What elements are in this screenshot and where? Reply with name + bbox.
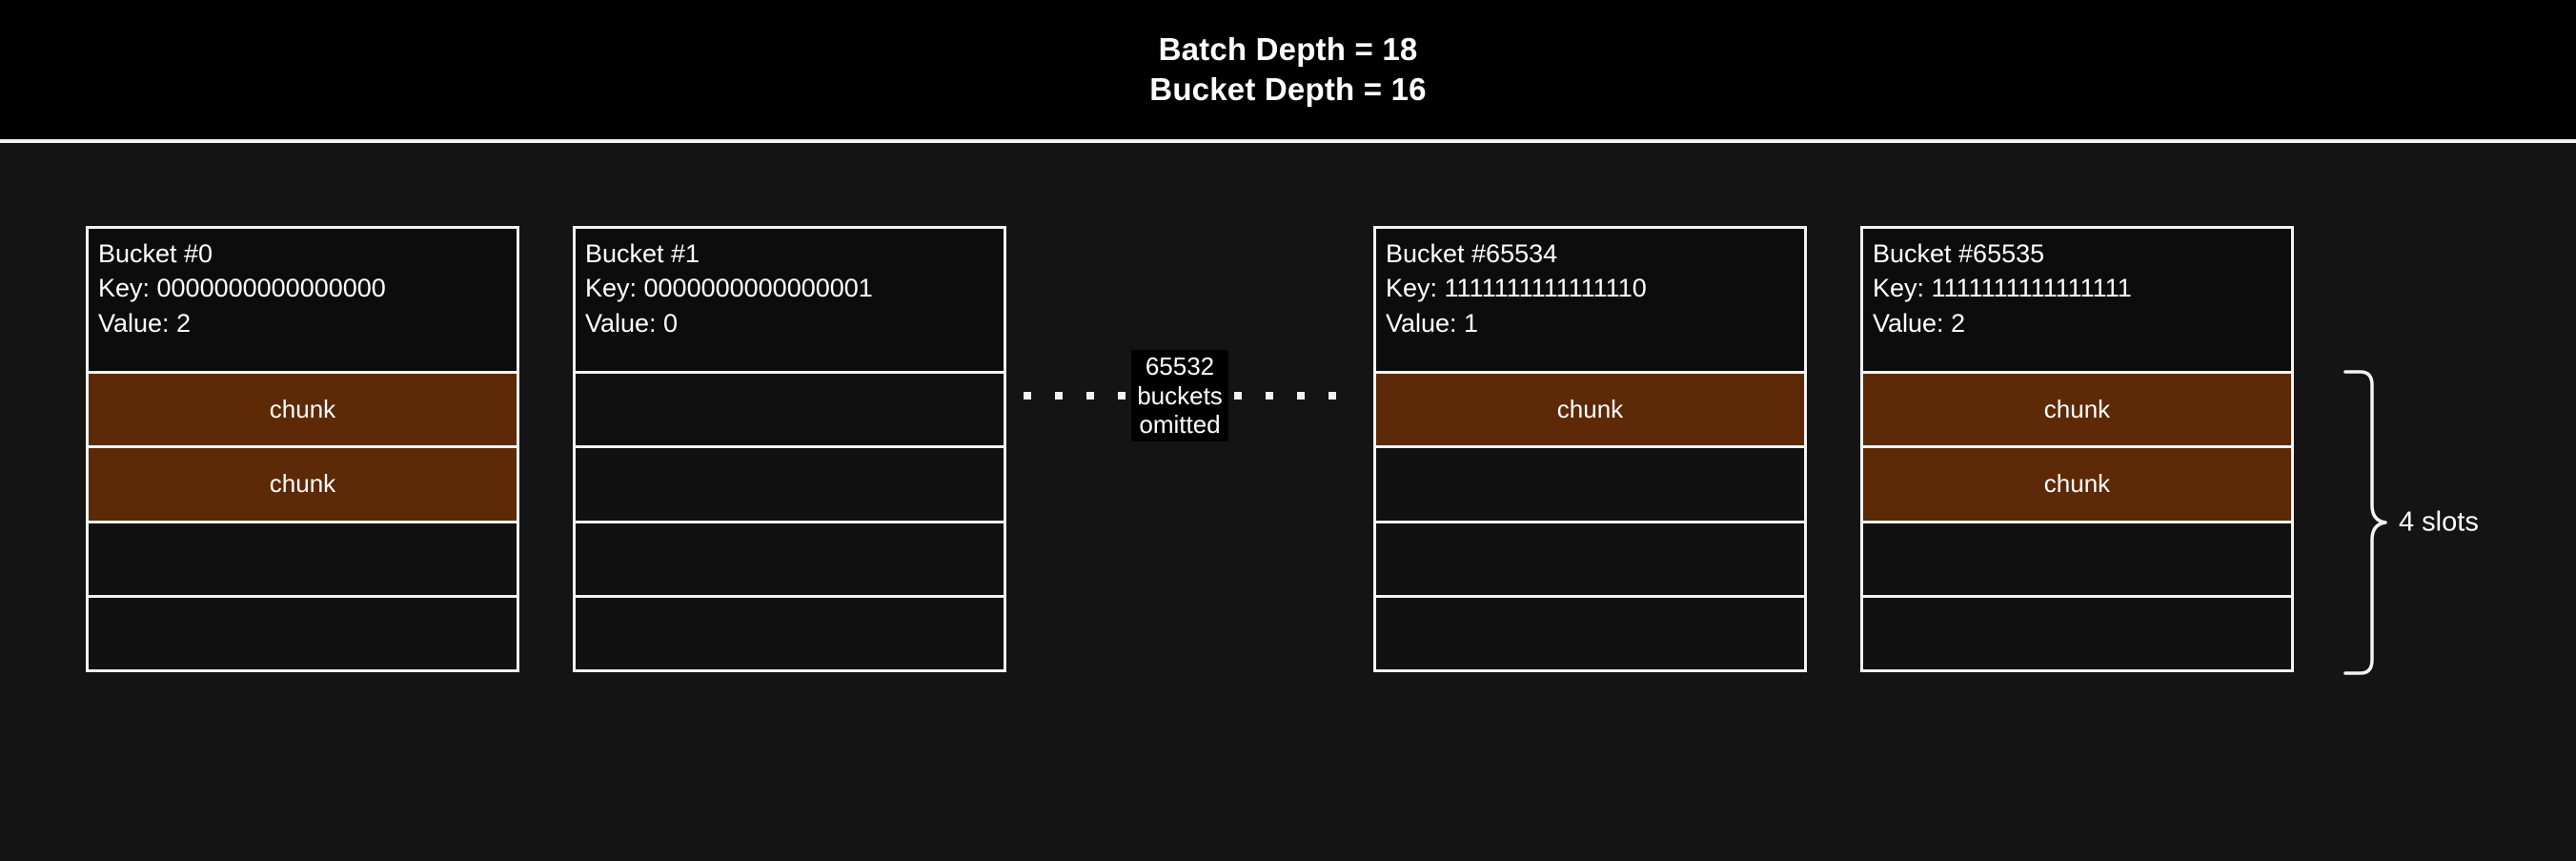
header-band: Batch Depth = 18 Bucket Depth = 16 <box>0 0 2576 143</box>
bucket-card-65535: Bucket #65535 Key: 1111111111111111 Valu… <box>1860 226 2294 672</box>
bucket-header-65535: Bucket #65535 Key: 1111111111111111 Valu… <box>1863 229 2291 374</box>
bucket-value: Value: 1 <box>1386 308 1479 338</box>
dot-icon <box>1055 392 1064 400</box>
dot-icon <box>1296 392 1305 400</box>
slots-count-label: 4 slots <box>2399 506 2479 538</box>
slot-empty <box>89 523 517 598</box>
slot-empty <box>89 597 517 669</box>
omitted-state: omitted <box>1139 410 1221 440</box>
bucket-title: Bucket #0 <box>98 239 213 268</box>
slot-chunk: chunk <box>89 448 517 523</box>
bucket-title: Bucket #1 <box>585 239 700 268</box>
bucket-card-65534: Bucket #65534 Key: 1111111111111110 Valu… <box>1373 226 1807 672</box>
slot-stack-0: chunk chunk <box>89 374 517 669</box>
bucket-depth-label: Bucket Depth = 16 <box>1149 72 1427 107</box>
slots-annotation: 4 slots <box>2340 370 2568 675</box>
bucket-key: Key: 0000000000000000 <box>98 274 386 303</box>
dot-icon <box>1233 392 1242 400</box>
slot-chunk: chunk <box>1863 374 2291 449</box>
bucket-title: Bucket #65534 <box>1386 239 1558 268</box>
slot-empty <box>1863 523 2291 598</box>
dot-icon <box>1118 392 1126 400</box>
bucket-key: Key: 1111111111111110 <box>1386 274 1647 303</box>
bucket-key: Key: 0000000000000001 <box>585 274 873 303</box>
slot-stack-1 <box>576 374 1004 669</box>
bucket-value: Value: 0 <box>585 308 679 338</box>
omitted-badge: 65532 buckets omitted <box>1131 350 1228 441</box>
bucket-card-0: Bucket #0 Key: 0000000000000000 Value: 2… <box>86 226 519 672</box>
slot-stack-65535: chunk chunk <box>1863 374 2291 669</box>
ellipsis-dots-right <box>1233 392 1336 400</box>
slot-empty <box>576 597 1004 669</box>
dot-icon <box>1086 392 1095 400</box>
slot-chunk: chunk <box>1863 448 2291 523</box>
bucket-title: Bucket #65535 <box>1873 239 2045 268</box>
ellipsis-dots-left <box>1024 392 1126 400</box>
slot-empty <box>576 374 1004 449</box>
bucket-value: Value: 2 <box>98 308 192 338</box>
omitted-unit: buckets <box>1137 380 1223 410</box>
slot-empty <box>1376 448 1804 523</box>
bucket-value: Value: 2 <box>1873 308 1966 338</box>
buckets-omitted-marker: 65532 buckets omitted <box>1024 348 1336 443</box>
slot-empty <box>576 523 1004 598</box>
bucket-header-65534: Bucket #65534 Key: 1111111111111110 Valu… <box>1376 229 1804 374</box>
slot-empty <box>1376 523 1804 598</box>
slot-chunk: chunk <box>89 374 517 449</box>
slot-chunk: chunk <box>1376 374 1804 449</box>
slot-empty <box>576 448 1004 523</box>
bucket-card-1: Bucket #1 Key: 0000000000000001 Value: 0 <box>573 226 1006 672</box>
dot-icon <box>1265 392 1273 400</box>
bucket-key: Key: 1111111111111111 <box>1873 274 2132 303</box>
bucket-header-1: Bucket #1 Key: 0000000000000001 Value: 0 <box>576 229 1004 374</box>
omitted-count: 65532 <box>1145 352 1215 381</box>
dot-icon <box>1328 392 1336 400</box>
slot-stack-65534: chunk <box>1376 374 1804 669</box>
batch-depth-label: Batch Depth = 18 <box>1158 31 1418 67</box>
slot-empty <box>1376 597 1804 669</box>
curly-brace-icon <box>2343 370 2387 675</box>
bucket-header-0: Bucket #0 Key: 0000000000000000 Value: 2 <box>89 229 517 374</box>
dot-icon <box>1024 392 1032 400</box>
slot-empty <box>1863 597 2291 669</box>
